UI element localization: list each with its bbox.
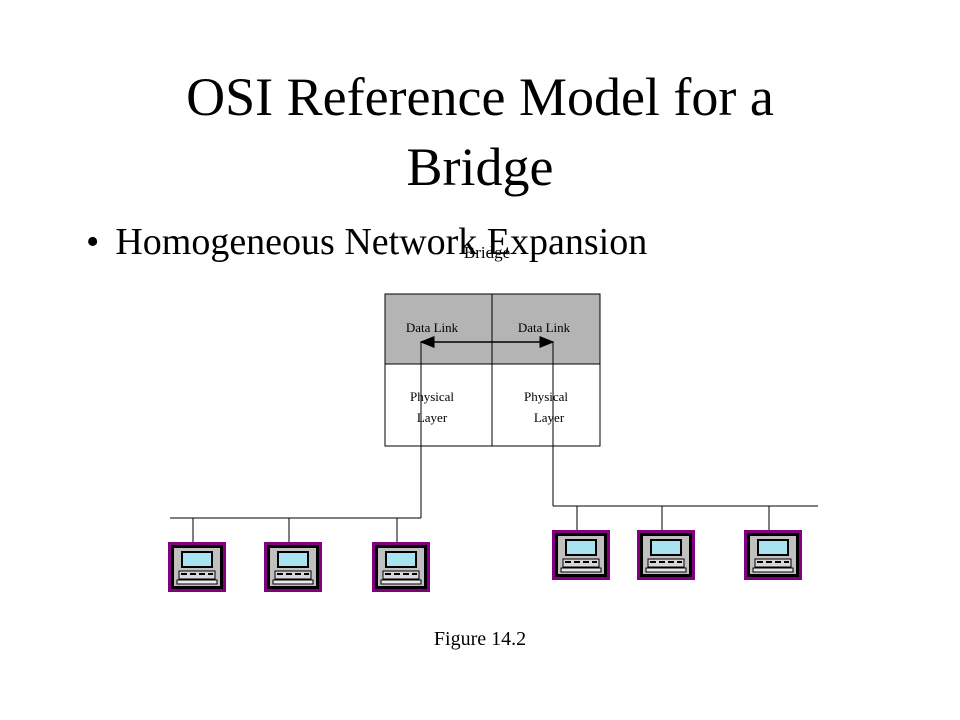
left-physical-label: Physical xyxy=(410,389,454,404)
right-layer-label: Layer xyxy=(534,410,565,425)
computer-icon xyxy=(743,529,803,581)
bullet-dot: • xyxy=(86,221,100,263)
left-data-link-label: Data Link xyxy=(406,320,459,335)
bullet-item: • Homogeneous Network Expansion xyxy=(86,214,647,270)
figure-caption: Figure 14.2 xyxy=(433,628,527,650)
computer-icon xyxy=(263,541,323,593)
right-data-link-label: Data Link xyxy=(518,320,571,335)
bullet-text: Homogeneous Network Expansion xyxy=(115,221,648,263)
computer-icon xyxy=(636,529,696,581)
bridge-label: Bridge xyxy=(464,243,510,262)
left-layer-label: Layer xyxy=(417,410,448,425)
computer-icon xyxy=(167,541,227,593)
computer-icon xyxy=(371,541,431,593)
computer-icon xyxy=(551,529,611,581)
right-physical-label: Physical xyxy=(524,389,568,404)
